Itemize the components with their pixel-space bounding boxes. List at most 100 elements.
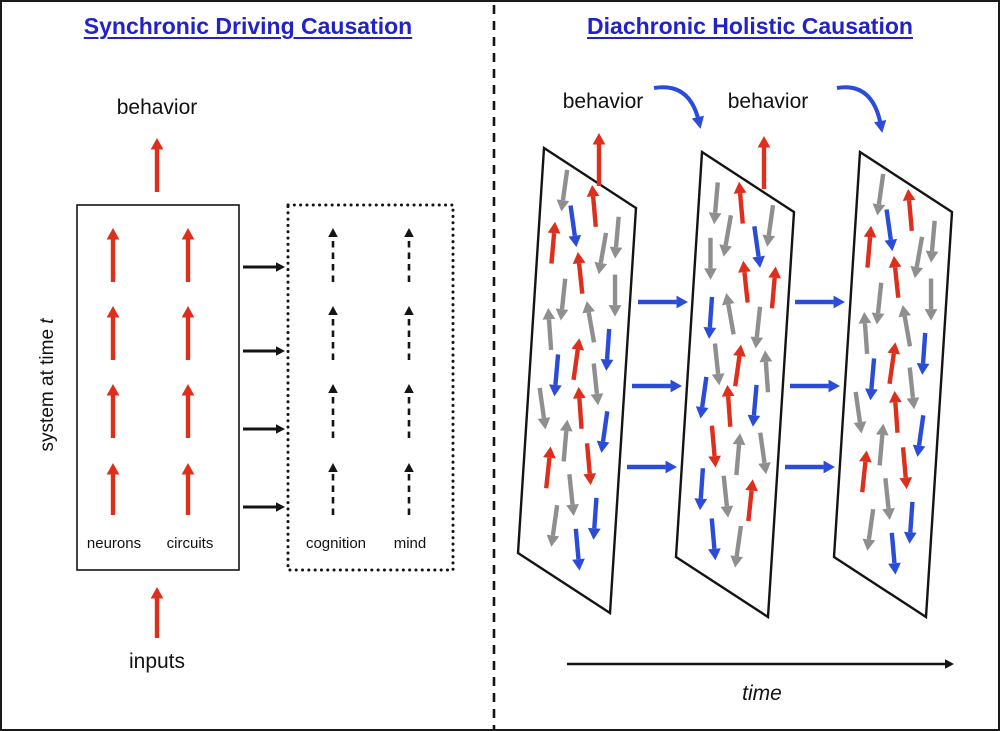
- red-down-arrow: [708, 425, 721, 468]
- gray-up-arrow: [722, 293, 736, 335]
- red-up-arrow: [888, 255, 902, 298]
- cognition-label: cognition: [305, 535, 367, 552]
- red-up-arrow: [106, 463, 120, 515]
- blue-down-arrow: [708, 518, 721, 561]
- gray-down-arrow: [608, 274, 622, 317]
- red-up-arrow: [859, 450, 872, 493]
- gray-down-arrow: [555, 278, 569, 321]
- behavior-label-sheet2: behavior: [727, 90, 809, 113]
- level-connector-arrow: [243, 262, 285, 272]
- gray-down-arrow: [720, 475, 734, 518]
- gray-down-arrow: [872, 173, 886, 216]
- red-up-arrow: [863, 225, 877, 268]
- level-connector-arrow: [243, 346, 285, 356]
- dashed-up-arrow: [328, 384, 338, 438]
- gray-down-arrow: [590, 363, 604, 406]
- gray-down-arrow: [853, 391, 867, 434]
- blue-down-arrow: [572, 528, 585, 571]
- blue-down-arrow: [912, 414, 926, 457]
- mind-label: mind: [393, 535, 427, 552]
- blue-down-arrow: [916, 332, 930, 375]
- dashed-up-arrow: [404, 228, 414, 282]
- gray-down-arrow: [609, 216, 623, 259]
- inter-sheet-arrow: [790, 379, 840, 393]
- dashed-up-arrow: [404, 306, 414, 360]
- level-connector-arrow: [243, 502, 285, 512]
- system-axis-text: system at time: [37, 323, 59, 452]
- red-up-arrow: [106, 306, 120, 360]
- gray-down-arrow: [730, 525, 744, 568]
- gray-down-arrow: [925, 220, 939, 263]
- system-axis-variable: t: [37, 318, 59, 324]
- behavior-feedback-curve-arrow: [836, 85, 887, 133]
- right-panel-graphics: [516, 85, 954, 669]
- behavior-feedback-curve-arrow: [653, 85, 704, 129]
- blue-down-arrow: [695, 376, 709, 419]
- gray-down-arrow: [862, 508, 876, 551]
- red-up-arrow: [889, 390, 902, 433]
- mental-system-dotted-box: [286, 203, 455, 572]
- gray-down-arrow: [711, 343, 725, 386]
- gray-down-arrow: [537, 387, 551, 430]
- gray-up-arrow: [559, 419, 573, 462]
- red-down-arrow: [899, 447, 913, 490]
- gray-down-arrow: [546, 504, 560, 547]
- blue-down-arrow: [865, 358, 878, 401]
- blue-down-arrow: [903, 501, 917, 544]
- inter-sheet-arrow: [627, 460, 677, 474]
- gray-up-arrow: [875, 423, 889, 466]
- blue-down-arrow: [694, 468, 708, 511]
- red-up-arrow: [181, 228, 195, 282]
- red-up-arrow: [586, 184, 600, 228]
- gray-up-arrow: [542, 307, 556, 351]
- gray-up-arrow: [759, 350, 773, 393]
- dashed-up-arrow: [328, 228, 338, 282]
- gray-up-arrow: [732, 433, 746, 476]
- inter-sheet-arrow: [638, 295, 688, 309]
- red-up-arrow: [547, 221, 561, 264]
- gray-down-arrow: [556, 169, 570, 212]
- blue-down-arrow: [752, 225, 765, 268]
- gray-down-arrow: [906, 367, 920, 410]
- blue-down-arrow: [587, 497, 601, 540]
- left-panel-title: Synchronic Driving Causation: [83, 13, 413, 39]
- red-down-arrow: [583, 443, 597, 486]
- red-up-arrow: [733, 181, 747, 224]
- gray-down-arrow: [704, 237, 717, 280]
- inter-sheet-arrow: [785, 460, 835, 474]
- gray-down-arrow: [882, 477, 895, 520]
- behavior-label-left: behavior: [116, 96, 198, 119]
- gray-down-arrow: [762, 204, 776, 247]
- gray-up-arrow: [582, 301, 597, 343]
- blue-down-arrow: [600, 328, 614, 371]
- red-up-arrow: [721, 384, 735, 427]
- gray-up-arrow: [898, 305, 913, 347]
- time-axis-arrow: [567, 659, 954, 669]
- red-up-arrow: [181, 384, 195, 438]
- red-up-arrow: [543, 446, 556, 489]
- inter-sheet-arrow: [632, 379, 682, 393]
- behavior-output-arrow: [592, 133, 606, 186]
- gray-down-arrow: [719, 214, 734, 257]
- red-up-arrow: [181, 306, 195, 360]
- circuits-label: circuits: [166, 535, 214, 552]
- red-up-arrow: [902, 188, 916, 232]
- red-up-arrow: [733, 344, 746, 387]
- neural-system-box: [76, 204, 240, 571]
- behavior-label-sheet1: behavior: [562, 90, 644, 113]
- red-up-arrow: [181, 463, 195, 515]
- red-up-arrow: [106, 228, 120, 282]
- blue-down-arrow: [884, 209, 898, 252]
- blue-down-arrow: [549, 354, 562, 397]
- inter-sheet-arrow: [795, 295, 845, 309]
- red-up-arrow: [106, 384, 120, 438]
- left-panel-graphics: [76, 138, 455, 638]
- gray-down-arrow: [924, 278, 938, 321]
- dashed-up-arrow: [328, 306, 338, 360]
- behavior-output-arrow: [150, 138, 164, 192]
- red-up-arrow: [768, 266, 782, 309]
- system-at-time-axis-label: system at time t: [37, 265, 59, 505]
- red-up-arrow: [745, 479, 758, 522]
- dashed-up-arrow: [404, 384, 414, 438]
